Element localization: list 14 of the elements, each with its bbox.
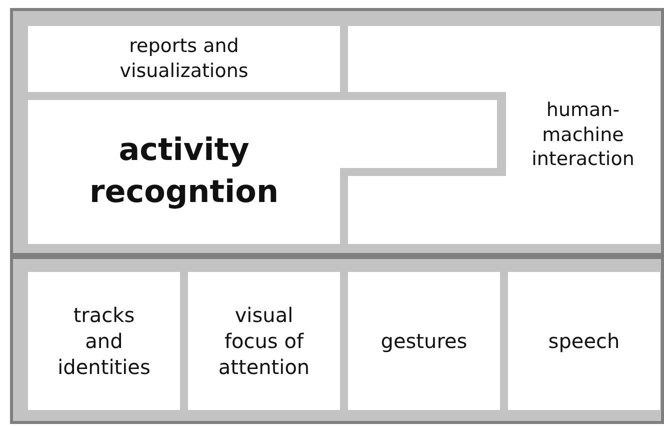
module-label: reports and visualizations [118,34,250,84]
module-label: tracks and identities [56,302,152,380]
module-label: gestures [380,328,468,354]
module-box [508,272,660,410]
layer-panel [10,8,664,256]
module-box [188,272,340,410]
module-label: visual focus of attention [217,302,311,380]
title-label: activity recogntion [88,131,280,212]
module-label: speech [547,328,621,354]
module-box [28,272,180,410]
module-box [348,272,500,410]
module-box [28,26,340,92]
module-label: human-machine interaction [530,98,636,172]
layer-panel [10,256,664,424]
